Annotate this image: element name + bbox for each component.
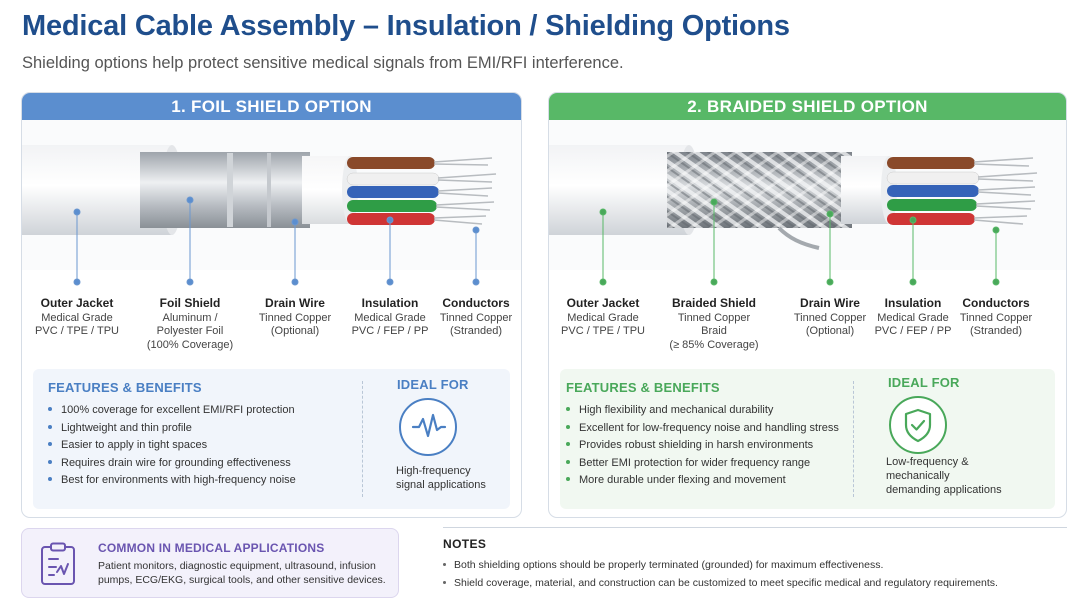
notes-divider [443,527,1067,528]
foil-cable-illustration [22,120,521,270]
foil-label-drain-wire: Drain Wire Tinned Copper (Optional) [258,296,332,337]
foil-shield-shape [140,152,310,228]
foil-label-outer-jacket: Outer Jacket Medical Grade PVC / TPE / T… [35,296,119,337]
foil-shield-panel: 1. FOIL SHIELD OPTION [21,92,522,518]
list-item: Best for environments with high-frequenc… [48,472,296,490]
page-title: Medical Cable Assembly – Insulation / Sh… [22,10,790,42]
page-subtitle: Shielding options help protect sensitive… [22,54,624,72]
foil-features-title: FEATURES & BENEFITS [48,380,202,395]
features-divider [853,381,854,497]
copper-strands [433,157,497,225]
insulated-wires [346,157,440,225]
foil-seam [227,153,233,227]
foil-features-list: 100% coverage for excellent EMI/RFI prot… [48,402,296,490]
foil-panel-heading: 1. FOIL SHIELD OPTION [22,93,521,120]
applications-text: Patient monitors, diagnostic equipment, … [98,560,386,586]
notes-list: Both shielding options should be properl… [443,556,998,592]
foil-leader-lines [73,196,480,286]
list-item: Excellent for low-frequency noise and ha… [566,420,839,438]
features-divider [362,381,363,497]
foil-ideal-text: High-frequency signal applications [396,465,486,491]
clipboard-icon [41,542,75,585]
braid-label-outer-jacket: Outer Jacket Medical Grade PVC / TPE / T… [561,296,645,337]
list-item: Shield coverage, material, and construct… [443,574,998,592]
braid-ideal-text: Low-frequency & mechanically demanding a… [886,456,1002,496]
foil-label-conductors: Conductors Tinned Copper (Stranded) [439,296,513,337]
notes-title: NOTES [443,537,487,551]
copper-strands [973,157,1038,225]
applications-title: COMMON IN MEDICAL APPLICATIONS [98,541,325,555]
braid-label-conductors: Conductors Tinned Copper (Stranded) [959,296,1033,337]
foil-label-insulation: Insulation Medical Grade PVC / FEP / PP [351,296,429,337]
list-item: Lightweight and thin profile [48,420,296,438]
outer-jacket-shape [549,145,689,235]
list-item: More durable under flexing and movement [566,472,839,490]
braid-features-box: FEATURES & BENEFITS High flexibility and… [560,369,1055,509]
braid-features-list: High flexibility and mechanical durabili… [566,402,839,490]
braid-ideal-title: IDEAL FOR [888,375,960,390]
medical-applications-box: COMMON IN MEDICAL APPLICATIONS Patient m… [21,528,399,598]
braided-shield-panel: 2. BRAIDED SHIELD OPTION [548,92,1067,518]
list-item: 100% coverage for excellent EMI/RFI prot… [48,402,296,420]
braid-weave-2 [667,152,852,228]
braid-features-title: FEATURES & BENEFITS [566,380,720,395]
drain-wire-shape [777,226,820,250]
list-item: Provides robust shielding in harsh envir… [566,437,839,455]
braid-cable-illustration [549,120,1066,270]
shield-check-icon [889,396,947,454]
foil-label-foil-shield: Foil Shield Aluminum / Polyester Foil (1… [146,296,234,351]
braid-label-braided-shield: Braided Shield Tinned Copper Braid (≥ 85… [669,296,759,351]
foil-cable-graphic [22,145,497,235]
foil-ideal-title: IDEAL FOR [397,377,469,392]
foil-seam-2 [267,153,271,227]
braid-panel-heading: 2. BRAIDED SHIELD OPTION [549,93,1066,120]
waveform-icon [399,398,457,456]
list-item: Better EMI protection for wider frequenc… [566,455,839,473]
list-item: Requires drain wire for grounding effect… [48,455,296,473]
list-item: High flexibility and mechanical durabili… [566,402,839,420]
braid-leader-lines [599,198,1000,286]
braid-label-insulation: Insulation Medical Grade PVC / FEP / PP [874,296,952,337]
braid-label-drain-wire: Drain Wire Tinned Copper (Optional) [793,296,867,337]
insulated-wires [886,157,980,225]
braid-cable-graphic [549,145,1038,250]
list-item: Both shielding options should be properl… [443,556,998,574]
list-item: Easier to apply in tight spaces [48,437,296,455]
foil-features-box: FEATURES & BENEFITS 100% coverage for ex… [33,369,510,509]
